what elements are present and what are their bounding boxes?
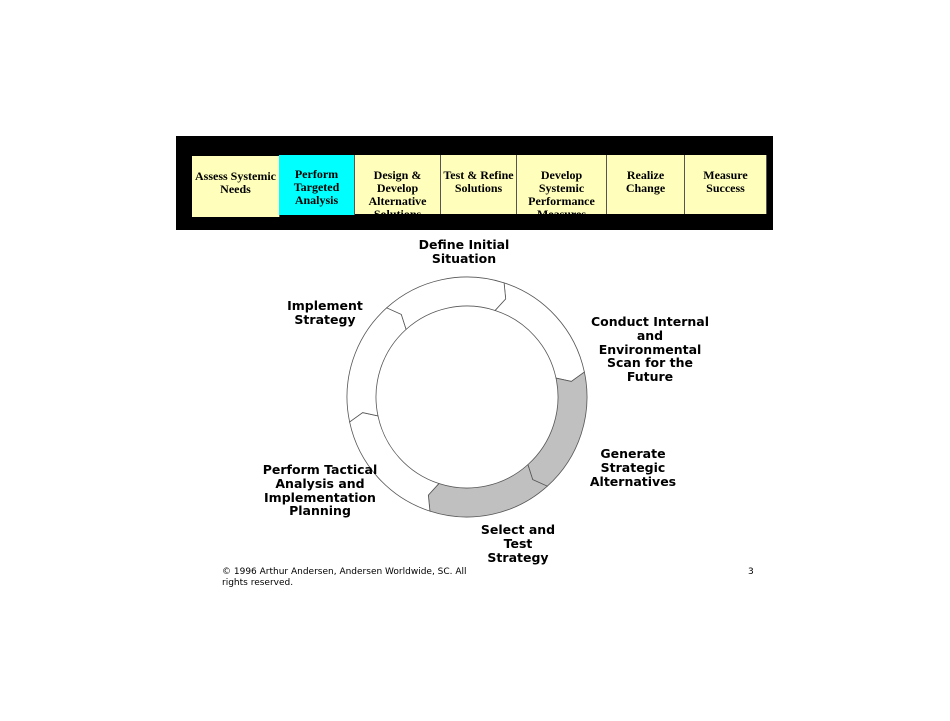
step-label-define-initial-situation: Define Initial Situation: [418, 237, 510, 266]
cycle-segment-define: [494, 282, 585, 382]
phase-banner: Assess Systemic Needs Perform Targeted A…: [176, 136, 773, 230]
phase-design-develop-alternative-solutions: Design & Develop Alternative Solutions: [355, 155, 441, 214]
phase-label: Develop Systemic Performance Measures: [528, 168, 595, 215]
phase-label: Realize Change: [625, 168, 666, 195]
phase-measure-success: Measure Success: [685, 155, 767, 214]
copyright-notice: © 1996 Arthur Andersen, Andersen Worldwi…: [222, 567, 467, 588]
phase-assess-systemic-needs: Assess Systemic Needs: [192, 156, 280, 217]
phase-realize-change: Realize Change: [607, 155, 685, 214]
phase-label: Design & Develop Alternative Solutions: [368, 168, 427, 215]
step-label-select-and-test-strategy: Select and Test Strategy: [480, 522, 556, 565]
cycle-segments: [346, 276, 588, 518]
cycle-segment-implement: [385, 276, 507, 331]
page-number: 3: [748, 567, 754, 577]
step-label-implement-strategy: Implement Strategy: [287, 298, 363, 327]
phase-test-refine-solutions: Test & Refine Solutions: [441, 155, 517, 214]
phase-label: Perform Targeted Analysis: [293, 167, 340, 207]
step-label-generate-strategic-alternatives: Generate Strategic Alternatives: [589, 446, 677, 489]
phase-label: Assess Systemic Needs: [195, 169, 276, 196]
cycle-segment-generate: [427, 463, 549, 518]
phase-develop-systemic-performance-measures: Develop Systemic Performance Measures: [517, 155, 607, 214]
step-label-perform-tactical-analysis: Perform Tactical Analysis and Implementa…: [262, 462, 378, 519]
phase-perform-targeted-analysis: Perform Targeted Analysis: [279, 155, 355, 215]
step-label-conduct-internal-scan: Conduct Internal and Environmental Scan …: [590, 314, 710, 385]
phase-label: Measure Success: [703, 168, 748, 195]
phase-label: Test & Refine Solutions: [443, 168, 514, 195]
